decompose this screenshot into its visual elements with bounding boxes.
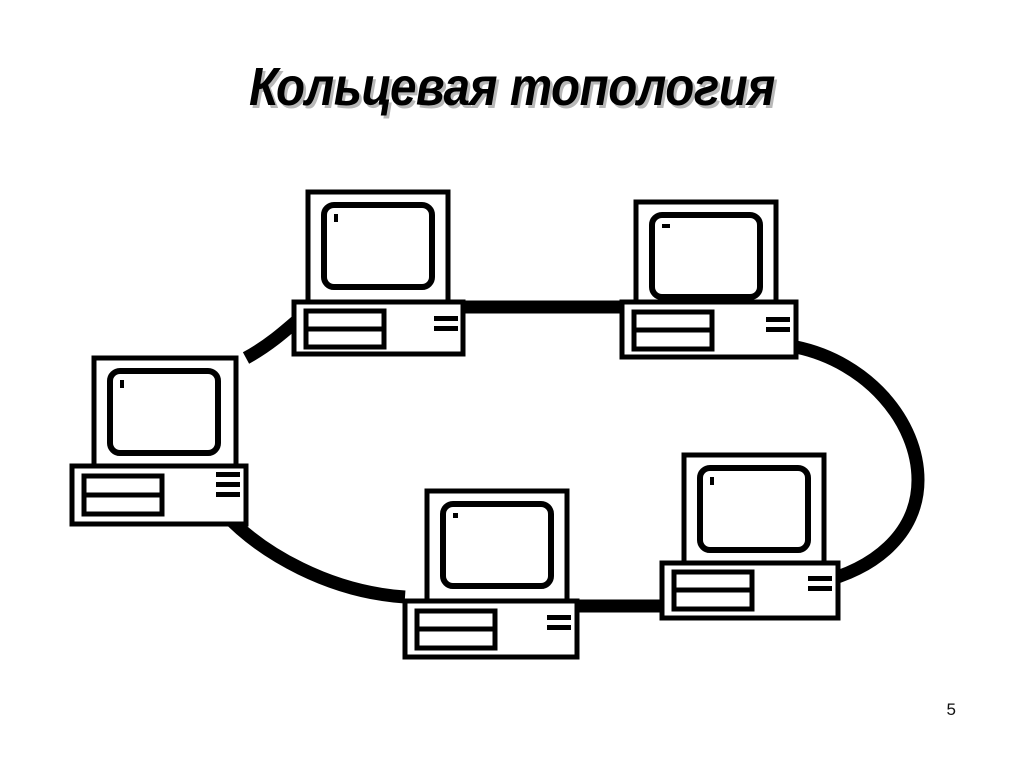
monitor-screen xyxy=(697,465,811,553)
monitor-screen xyxy=(440,501,554,589)
vent-bar xyxy=(434,316,458,321)
vent-bar xyxy=(434,326,458,331)
link-bottom-to-left xyxy=(219,508,406,604)
link-top-right-to-bottom-right xyxy=(794,340,925,589)
page-title: Кольцевая топология xyxy=(249,57,775,117)
vent-bar xyxy=(766,317,790,322)
screen-indicator-icon xyxy=(120,380,124,388)
pc-top-right[interactable] xyxy=(619,199,799,360)
vent-bar xyxy=(216,472,240,477)
vent-bar xyxy=(547,625,571,630)
vent-bar xyxy=(808,576,832,581)
page-number: 5 xyxy=(946,700,956,719)
vent-bar xyxy=(216,482,240,487)
monitor-screen xyxy=(107,368,221,456)
screen-indicator-icon xyxy=(710,477,714,485)
vent-bar xyxy=(547,615,571,620)
screen-indicator-icon xyxy=(662,224,670,228)
pc-left[interactable] xyxy=(69,355,249,527)
vent-bar xyxy=(216,492,240,497)
vent-bar xyxy=(808,586,832,591)
ring-topology-diagram xyxy=(0,150,1024,670)
monitor-screen xyxy=(649,212,763,300)
vent-bar xyxy=(766,327,790,332)
screen-indicator-icon xyxy=(334,214,338,222)
monitor-screen xyxy=(321,202,435,290)
screen-indicator-icon xyxy=(453,513,458,518)
pc-bottom[interactable] xyxy=(402,488,580,660)
pc-bottom-right[interactable] xyxy=(659,452,841,621)
pc-top-left[interactable] xyxy=(291,189,466,357)
